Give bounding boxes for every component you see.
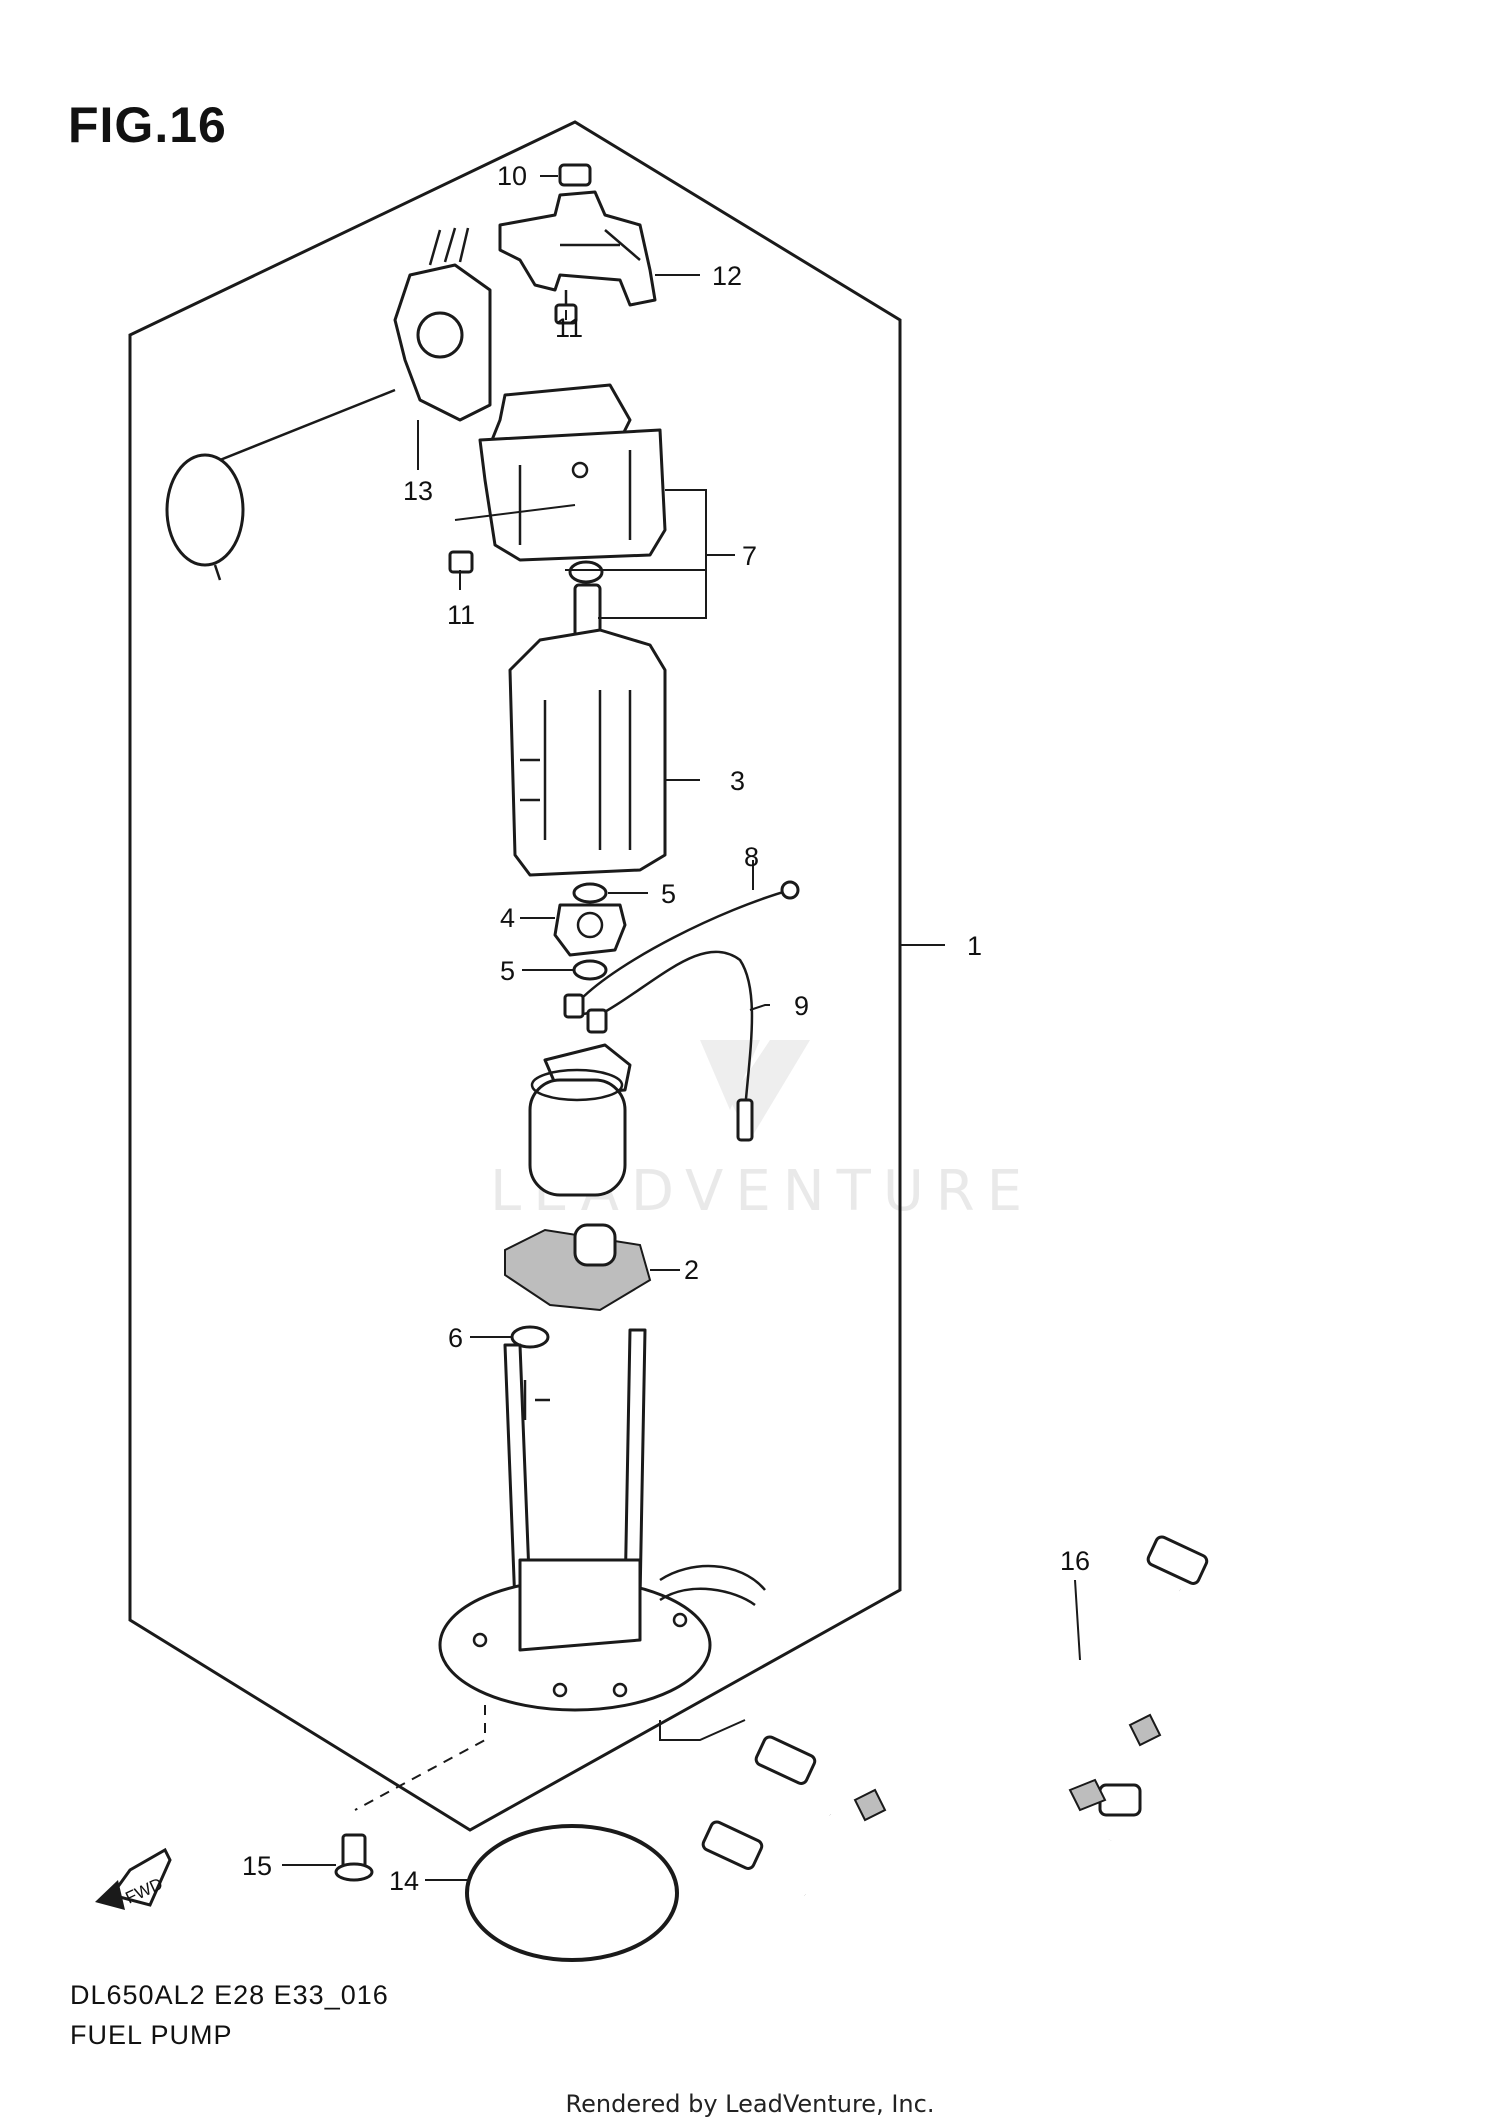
callout-9: 9: [794, 991, 809, 1021]
part-7-filter-cap: [478, 383, 667, 562]
diagram-title: FUEL PUMP: [70, 2020, 233, 2050]
callout-8: 8: [744, 842, 759, 872]
callout-4: 4: [500, 903, 515, 933]
pump-frame-and-base-plate: [438, 1328, 766, 1712]
leader-lines: [282, 175, 1081, 1881]
callout-2: 2: [684, 1255, 699, 1285]
callout-11-lower: 11: [447, 600, 475, 630]
part-4-pressure-regulator: [553, 903, 627, 957]
part-5-o-ring-lower: [572, 959, 608, 981]
fwd-arrow: FWD: [95, 1847, 172, 1910]
footer-credit: Rendered by LeadVenture, Inc.: [565, 2090, 935, 2118]
callout-11-upper: 11: [555, 313, 583, 343]
callout-1: 1: [967, 931, 982, 961]
callout-3: 3: [730, 766, 745, 796]
part-7-o-ring: [568, 560, 604, 584]
figure-title: FIG.16: [68, 97, 227, 153]
watermark-logo: [700, 1040, 810, 1140]
callout-10: 10: [497, 161, 527, 191]
part-5-o-ring-upper: [572, 882, 608, 904]
callout-5-lower: 5: [500, 956, 515, 986]
part-12-bracket: [498, 190, 657, 307]
part-9-lead-wire: [563, 950, 754, 1142]
callout-14: 14: [389, 1866, 419, 1896]
part-3-pump-housing: [508, 583, 667, 877]
callout-13: 13: [403, 476, 433, 506]
part-13-level-gauge: [165, 227, 492, 581]
callout-16: 16: [1060, 1546, 1090, 1576]
callout-15: 15: [242, 1851, 272, 1881]
fuel-pump-motor: [528, 1043, 632, 1197]
part-14-gasket: [465, 1824, 679, 1962]
model-code: DL650AL2 E28 E33_016: [70, 1980, 389, 2010]
callout-12: 12: [712, 261, 742, 291]
callout-6: 6: [448, 1323, 463, 1353]
assembly-outline: [128, 120, 902, 1832]
part-2-fuel-strainer: [504, 1223, 652, 1312]
part-11-screw-lower: [448, 550, 474, 574]
part-10-clip: [558, 163, 592, 187]
part-16-fuel-hose: [701, 1535, 1302, 1923]
callout-7: 7: [742, 541, 757, 571]
part-15-bolt: [334, 1833, 374, 1882]
callout-5-upper: 5: [661, 879, 676, 909]
